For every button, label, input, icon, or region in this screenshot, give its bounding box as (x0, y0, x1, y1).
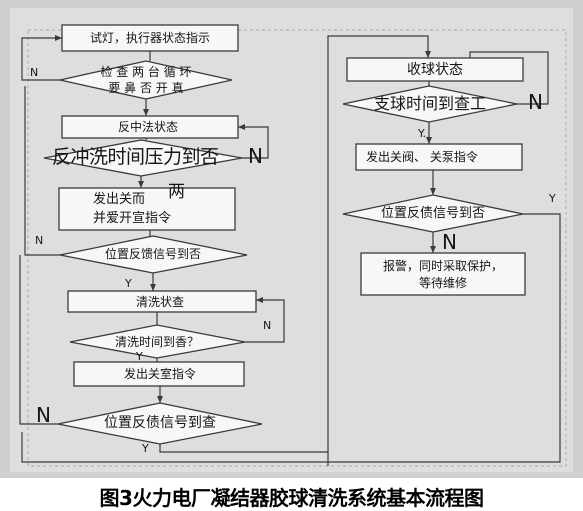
branch-n-label: N (36, 403, 51, 427)
branch-y-label: Y (549, 192, 556, 205)
arrow-head (426, 137, 432, 144)
loop-line-position-1 (24, 86, 60, 256)
cleaning-time-label: 清洗时间到香？ (114, 335, 200, 349)
arrow-head (430, 246, 436, 253)
arrow-head (425, 51, 431, 58)
loop-line-cleaning (245, 299, 285, 343)
flowchart-diagram (0, 0, 583, 478)
arrow-head (150, 284, 156, 291)
decision-check-pumps (59, 60, 233, 100)
figure-caption: 图3火力电厂凝结器胶球清洗系统基本流程图 (99, 486, 484, 510)
loop-line-check-pumps (21, 37, 62, 81)
loop-line-position-2 (19, 255, 58, 425)
arrow-head (430, 188, 436, 195)
arrow-head (143, 109, 149, 116)
arrow-head (138, 181, 144, 188)
send-close-valve-label: 发出关室指令 (123, 367, 197, 381)
position-feedback-label: 位置反债信号到否 (380, 206, 486, 221)
ball-collect-time-label: 支球时间到查工 (373, 94, 487, 113)
box-ball-collect-state (346, 57, 524, 82)
send-close-extra-label: 两 (168, 182, 185, 202)
backwash-state-label: 反中法状态 (117, 120, 179, 134)
position-feedback-label: 位置反债信号到查 (104, 415, 216, 431)
branch-n-label: N (442, 230, 457, 254)
decision-position-1 (59, 235, 248, 274)
box-send-close-valve (73, 361, 245, 387)
ball-collect-state-label: 收球状态 (407, 62, 463, 78)
branch-y-label: Y (125, 277, 132, 290)
loop-line-position-3 (21, 213, 561, 463)
arrow-head (157, 396, 163, 403)
branch-n-label: N (528, 90, 543, 114)
send-close-valve-pump-label: 发出关阀、 关泵指令 (366, 150, 478, 164)
branch-y-label: Y (142, 442, 149, 455)
alarm-label: 报警，同时采取保护， (382, 259, 504, 273)
branch-y-label: Y. (418, 127, 426, 140)
branch-n-label: N (35, 234, 44, 247)
link-line-to-right (159, 35, 429, 453)
branch-n-label: N (263, 319, 272, 332)
arrow-head (238, 124, 245, 130)
box-alarm (360, 252, 526, 296)
branch-n-label: N (248, 144, 263, 168)
loop-line-ball-collect (469, 51, 549, 105)
send-close-label: 发出关而 (93, 192, 146, 207)
position-feedback-label: 位置反馈信号到否 (104, 247, 202, 261)
box-send-close (58, 187, 236, 231)
decision-position-2 (57, 402, 263, 445)
send-close-label: 并爱开宣指令 (93, 211, 172, 226)
arrow-head (55, 35, 62, 41)
alarm-label: 等待维修 (418, 276, 468, 290)
dashed-frame (27, 29, 567, 467)
arrow-head (256, 297, 263, 303)
backwash-time-label: 反冲洗时间压力到否 (52, 146, 219, 168)
box-cleaning-state (67, 290, 257, 313)
check-pumps-label: 要 鼻 否 开 真 (108, 81, 184, 95)
test-lamp-label: 试灯，执行器状态指示 (89, 31, 211, 45)
branch-n-label: N (30, 66, 39, 79)
check-pumps-label: 检 查 两 台 循 环 (100, 65, 192, 79)
branch-y-label: Y (136, 350, 143, 363)
cleaning-state-label: 清洗状查 (135, 295, 185, 309)
loop-line-backwash (238, 126, 269, 159)
box-send-close-valve-pump (355, 143, 523, 171)
